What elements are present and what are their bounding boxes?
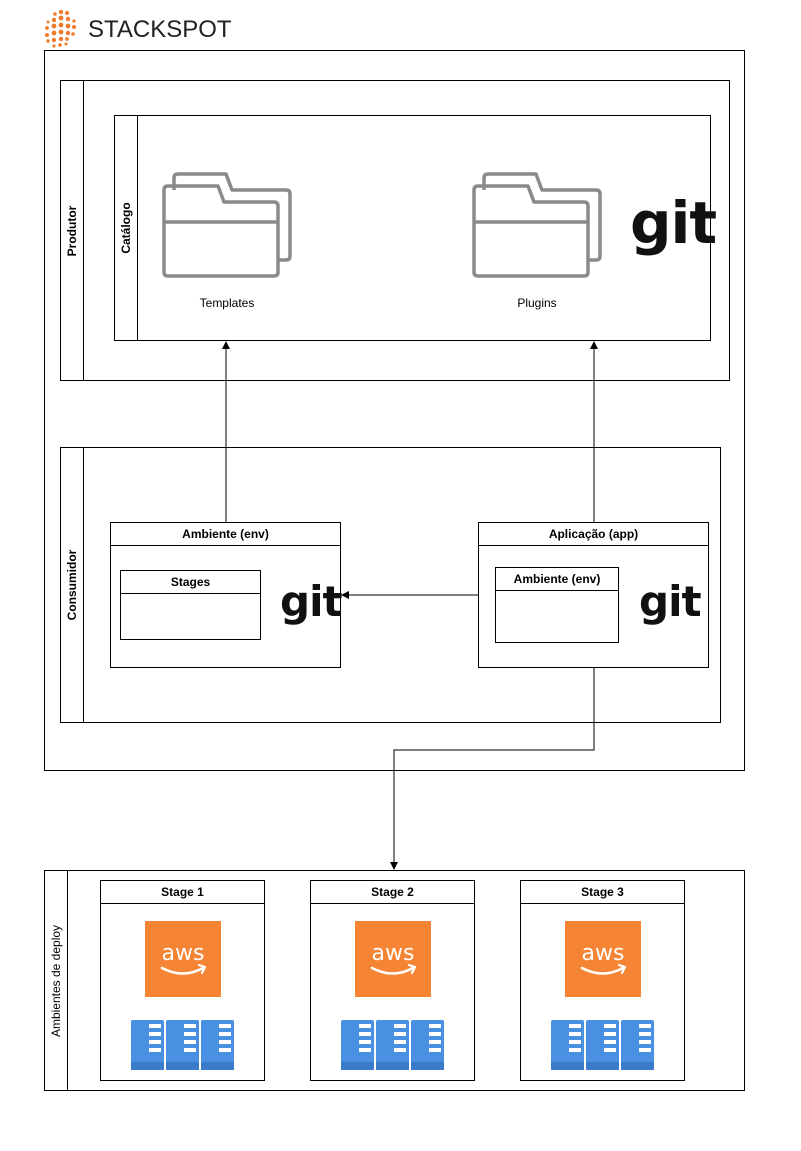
stage-card: Stage 3 aws <box>520 880 685 1081</box>
plugins-label: Plugins <box>517 296 557 310</box>
stages-box: Stages <box>120 570 261 640</box>
consumidor-label: Consumidor <box>65 549 79 621</box>
templates-folder-icon <box>162 172 292 278</box>
aplicacao-ambiente-box: Ambiente (env) <box>495 567 619 643</box>
ambiente-env-title: Ambiente (env) <box>111 523 340 546</box>
stage-title: Stage 3 <box>521 881 684 904</box>
svg-text:aws: aws <box>582 941 625 966</box>
templates-label: Templates <box>199 296 255 310</box>
catalogo-label: Catálogo <box>119 202 133 254</box>
aplicacao-app-title: Aplicação (app) <box>479 523 708 546</box>
server-rack-icon <box>341 1020 445 1077</box>
stackspot-logo: STACKSPOT <box>42 8 232 50</box>
stages-title: Stages <box>121 571 260 594</box>
produtor-lane-header: Produtor <box>61 81 84 380</box>
ambiente-git-icon: git <box>280 577 343 626</box>
deploy-label: Ambientes de deploy <box>49 924 63 1037</box>
aplicacao-git-icon: git <box>639 577 702 626</box>
aplicacao-ambiente-title: Ambiente (env) <box>496 568 618 591</box>
server-rack-icon <box>551 1020 655 1077</box>
deploy-lane-header: Ambientes de deploy <box>45 871 68 1090</box>
stage-card: Stage 1 aws <box>100 880 265 1081</box>
svg-text:aws: aws <box>162 941 205 966</box>
brand-name: STACKSPOT <box>88 16 232 43</box>
produtor-label: Produtor <box>65 205 79 256</box>
consumidor-lane-header: Consumidor <box>61 448 84 722</box>
stage-title: Stage 1 <box>101 881 264 904</box>
server-rack-icon <box>131 1020 235 1077</box>
aws-icon: aws <box>145 921 221 1002</box>
stage-card: Stage 2 aws <box>310 880 475 1081</box>
plugins-folder-icon <box>472 172 602 278</box>
catalogo-header: Catálogo <box>115 116 138 340</box>
catalogo-git-icon: git <box>630 189 717 257</box>
catalogo-container: Catálogo <box>114 115 711 341</box>
svg-text:aws: aws <box>372 941 415 966</box>
aws-icon: aws <box>565 921 641 1002</box>
stackspot-logo-mark <box>45 9 76 48</box>
aws-icon: aws <box>355 921 431 1002</box>
stage-title: Stage 2 <box>311 881 474 904</box>
